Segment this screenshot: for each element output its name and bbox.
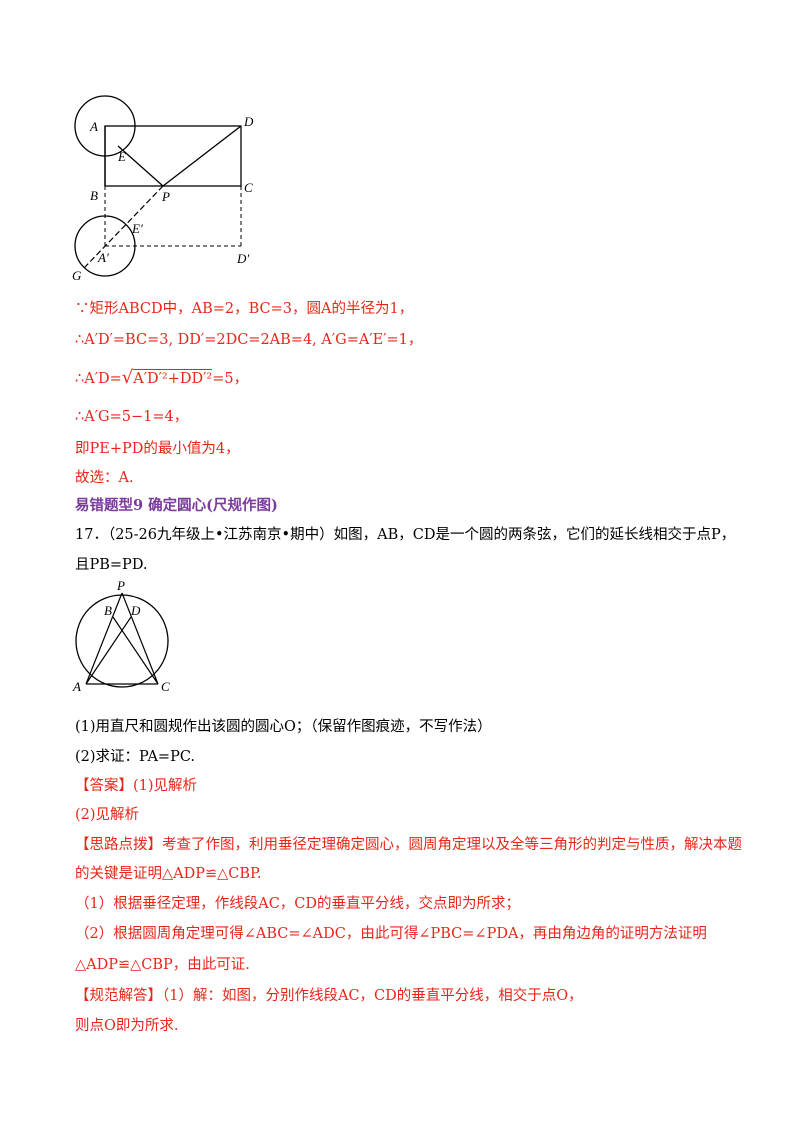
label-e-prime: E′ (131, 221, 143, 236)
answer-tag: 【答案】 (75, 778, 133, 794)
label-p: P (161, 189, 170, 204)
solution17-tag: 【规范解答】 (75, 988, 162, 1004)
hint-text-1: 考查了作图，利用垂径定理确定圆心，圆周角定理以及全等三角形的判定与性质，解决本题 (162, 837, 742, 853)
question-1: (1)用直尺和圆规作出该圆的圆心O；（保留作图痕迹，不写作法） (75, 719, 492, 735)
label-b2: B (104, 603, 112, 618)
segment-ep (117, 145, 164, 187)
label-a: A (89, 119, 98, 134)
problem-17-line-1: 17．（25-26九年级上•江苏南京•期中）如图，AB，CD是一个圆的两条弦，它… (75, 527, 736, 543)
solution-line-5: 即PE+PD的最小值为4， (75, 441, 240, 457)
label-a-prime: A′ (97, 250, 109, 265)
segment-ad (85, 616, 132, 685)
solution-line-3-radical: A′D′²+DD′² (133, 369, 213, 387)
segment-pd (162, 125, 242, 187)
solution-line-6: 故选：A. (75, 470, 134, 486)
answer-2: (2)见解析 (75, 807, 140, 823)
figure-circle-chords: P B D A C (72, 578, 170, 694)
hint-line-2: 的关键是证明△ADP≌△CBP. (75, 866, 262, 882)
solution-line-3: ∴A′D=√A′D′²+DD′²=5， (75, 367, 248, 388)
hint-line-4: （2）根据圆周角定理可得∠ABC=∠ADC，由此可得∠PBC=∠PDA，再由角边… (75, 926, 707, 942)
circle-o (75, 594, 169, 688)
solution17-line-1: 【规范解答】（1）解：如图，分别作线段AC，CD的垂直平分线，相交于点O， (75, 984, 583, 1005)
hint-line-5: △ADP≌△CBP，由此可证. (75, 957, 250, 973)
label-d: D (243, 114, 254, 129)
hint-line-3: （1）根据垂径定理，作线段AC，CD的垂直平分线，交点即为所求； (75, 896, 521, 912)
solution17-text-1: （1）解：如图，分别作线段AC，CD的垂直平分线，相交于点O， (162, 988, 583, 1004)
label-g: G (72, 268, 82, 283)
solution-line-2: ∴A′D′=BC=3, DD′=2DC=2AB=4, A′G=A′E′=1， (75, 332, 423, 348)
label-b: B (90, 188, 98, 203)
solution-line-3-prefix: ∴A′D= (75, 371, 122, 387)
label-p2: P (116, 578, 125, 593)
solution-line-1: ∵矩形ABCD中，AB=2，BC=3，圆A的半径为1， (75, 301, 414, 317)
answer-1: (1)见解析 (133, 778, 198, 794)
question-2: (2)求证：PA=PC. (75, 749, 196, 765)
segment-bc (112, 616, 159, 685)
radical-sign: √ (121, 367, 134, 388)
label-e: E (117, 149, 126, 164)
segment-pa (85, 592, 123, 685)
label-d-prime: D′ (236, 251, 249, 266)
solution-line-4: ∴A′G=5−1=4， (75, 409, 189, 425)
section-title: 易错题型9 确定圆心(尺规作图) (75, 497, 278, 514)
dashed-g-p (83, 185, 164, 269)
answer-line-1: 【答案】(1)见解析 (75, 774, 197, 795)
solution-line-3-suffix: =5， (212, 371, 249, 387)
problem-17-line-2: 且PB=PD. (75, 557, 148, 573)
label-c2: C (161, 679, 170, 694)
label-d2: D (130, 603, 141, 618)
label-a2: A (72, 679, 81, 694)
segment-pc (121, 592, 159, 685)
figure-rectangle-circle: A D E B P C E′ A′ D′ G (72, 95, 254, 283)
hint-tag: 【思路点拨】 (75, 837, 162, 853)
hint-line-1: 【思路点拨】考查了作图，利用垂径定理确定圆心，圆周角定理以及全等三角形的判定与性… (75, 833, 742, 854)
label-c: C (244, 180, 253, 195)
solution17-line-2: 则点O即为所求. (75, 1018, 179, 1034)
